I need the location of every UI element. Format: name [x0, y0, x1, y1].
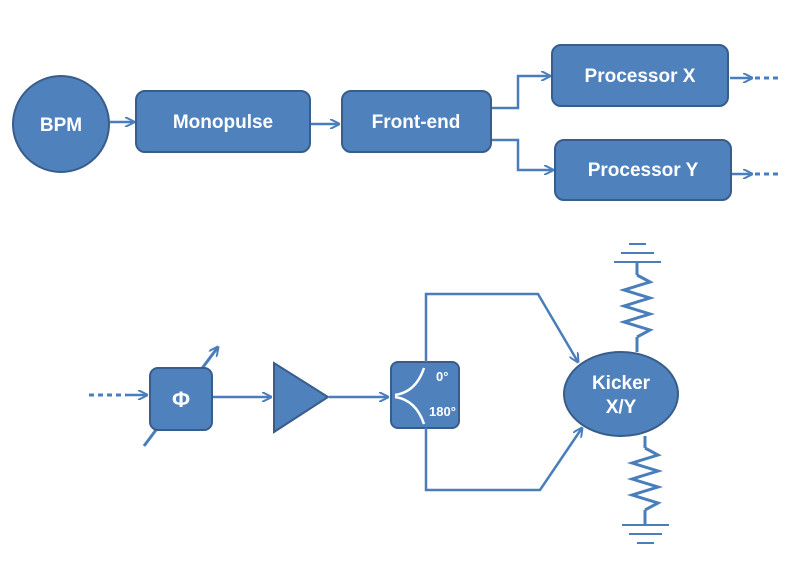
- kicker-node: Kicker X/Y: [563, 351, 679, 437]
- bpm-label: BPM: [40, 115, 82, 136]
- phase-shifter-label: Φ: [172, 387, 190, 412]
- bpm-node: BPM: [12, 75, 110, 173]
- monopulse-label: Monopulse: [173, 112, 273, 133]
- hybrid-port-0-label: 0°: [436, 369, 448, 384]
- hybrid-lower-curve: [394, 395, 426, 425]
- bottom-termination-resistor: [626, 436, 664, 525]
- hybrid-splitter-block: 0° 180°: [390, 361, 460, 429]
- front-end-block: Front-end: [341, 90, 492, 153]
- monopulse-block: Monopulse: [135, 90, 311, 153]
- processor-y-block: Processor Y: [554, 139, 732, 201]
- front-end-label: Front-end: [372, 112, 461, 133]
- bottom-ground-icon: [622, 524, 669, 544]
- top-ground-icon: [614, 243, 661, 263]
- arrow-hybrid-180-to-kicker: [424, 428, 582, 492]
- amplifier-triangle: [273, 361, 330, 434]
- phase-shifter-block: Φ: [142, 347, 218, 447]
- kicker-label-line1: Kicker: [592, 373, 651, 394]
- top-termination-resistor: [618, 262, 656, 352]
- arrow-frontend-to-processor-y: [492, 138, 553, 170]
- hybrid-upper-curve: [394, 367, 426, 397]
- hybrid-port-180-label: 180°: [429, 404, 456, 419]
- arrow-frontend-to-processor-x: [492, 76, 550, 110]
- processor-y-label: Processor Y: [588, 160, 699, 181]
- processor-x-label: Processor X: [585, 66, 696, 87]
- kicker-label-line2: X/Y: [606, 397, 637, 418]
- processor-x-block: Processor X: [551, 44, 729, 107]
- arrow-hybrid-0-to-kicker: [424, 292, 578, 362]
